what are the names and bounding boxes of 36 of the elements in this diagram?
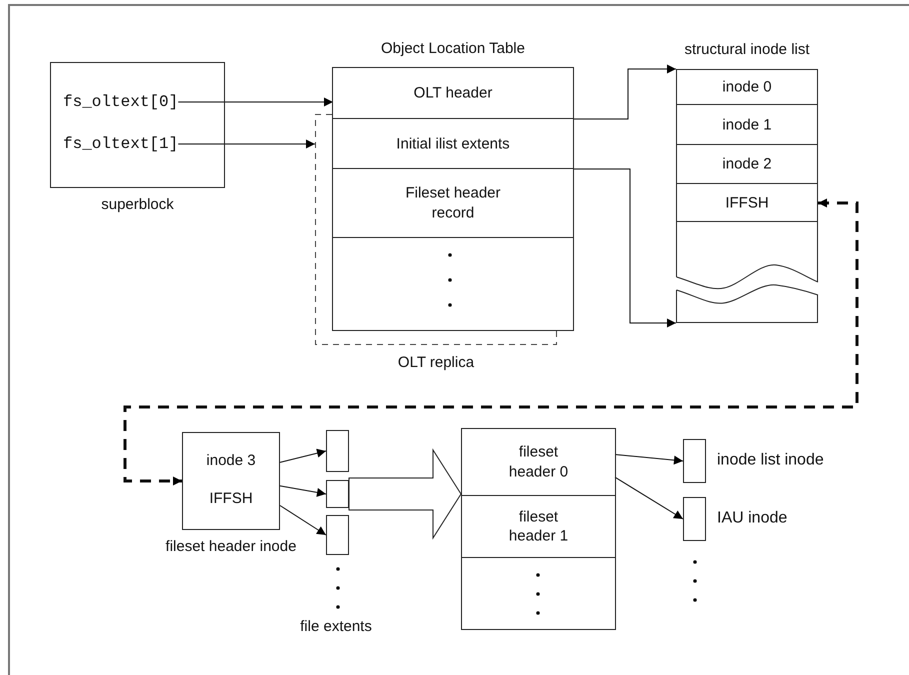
cell-text: OLT header <box>414 83 492 103</box>
cell-text: inode 0 <box>722 76 772 96</box>
arrow <box>614 476 684 520</box>
caption-text: OLT replica <box>398 353 474 372</box>
arrow <box>572 64 676 120</box>
caption-text: file extents <box>300 618 372 635</box>
cell-text: fileset header 0 <box>508 442 570 482</box>
cell-text: IFFSH <box>725 192 769 212</box>
arrow <box>280 505 326 536</box>
label-text: inode list inode <box>717 450 824 471</box>
caption-text: superblock <box>101 195 174 214</box>
extent-box <box>326 430 349 472</box>
arrow <box>178 140 316 148</box>
heading: structural inode list <box>684 40 810 59</box>
arrow <box>614 454 684 465</box>
heading: Object Location Table <box>381 38 525 58</box>
dashed-arrow <box>124 198 858 486</box>
cell-text: IFFSH <box>209 489 253 508</box>
extent-box <box>326 515 349 555</box>
arrow <box>178 98 334 106</box>
block-arrow <box>348 448 462 540</box>
label-text: IAU inode <box>717 508 788 529</box>
cell-text: inode 2 <box>722 154 772 174</box>
extent-box <box>326 480 349 508</box>
arrow <box>280 485 326 497</box>
arrow <box>280 448 326 463</box>
table-outline <box>461 428 616 630</box>
caption-text: fileset header inode <box>166 537 296 556</box>
cell-text: fileset header 1 <box>508 507 570 546</box>
field-name: fs_oltext[0] <box>63 93 178 111</box>
cell-text: inode 3 <box>206 451 256 470</box>
field-name: fs_oltext[1] <box>63 135 178 153</box>
arrow <box>572 168 676 328</box>
cell-text: inode 1 <box>722 114 772 134</box>
cell-text: Initial ilist extents <box>396 134 510 154</box>
cell-text: Fileset header record <box>404 184 502 222</box>
